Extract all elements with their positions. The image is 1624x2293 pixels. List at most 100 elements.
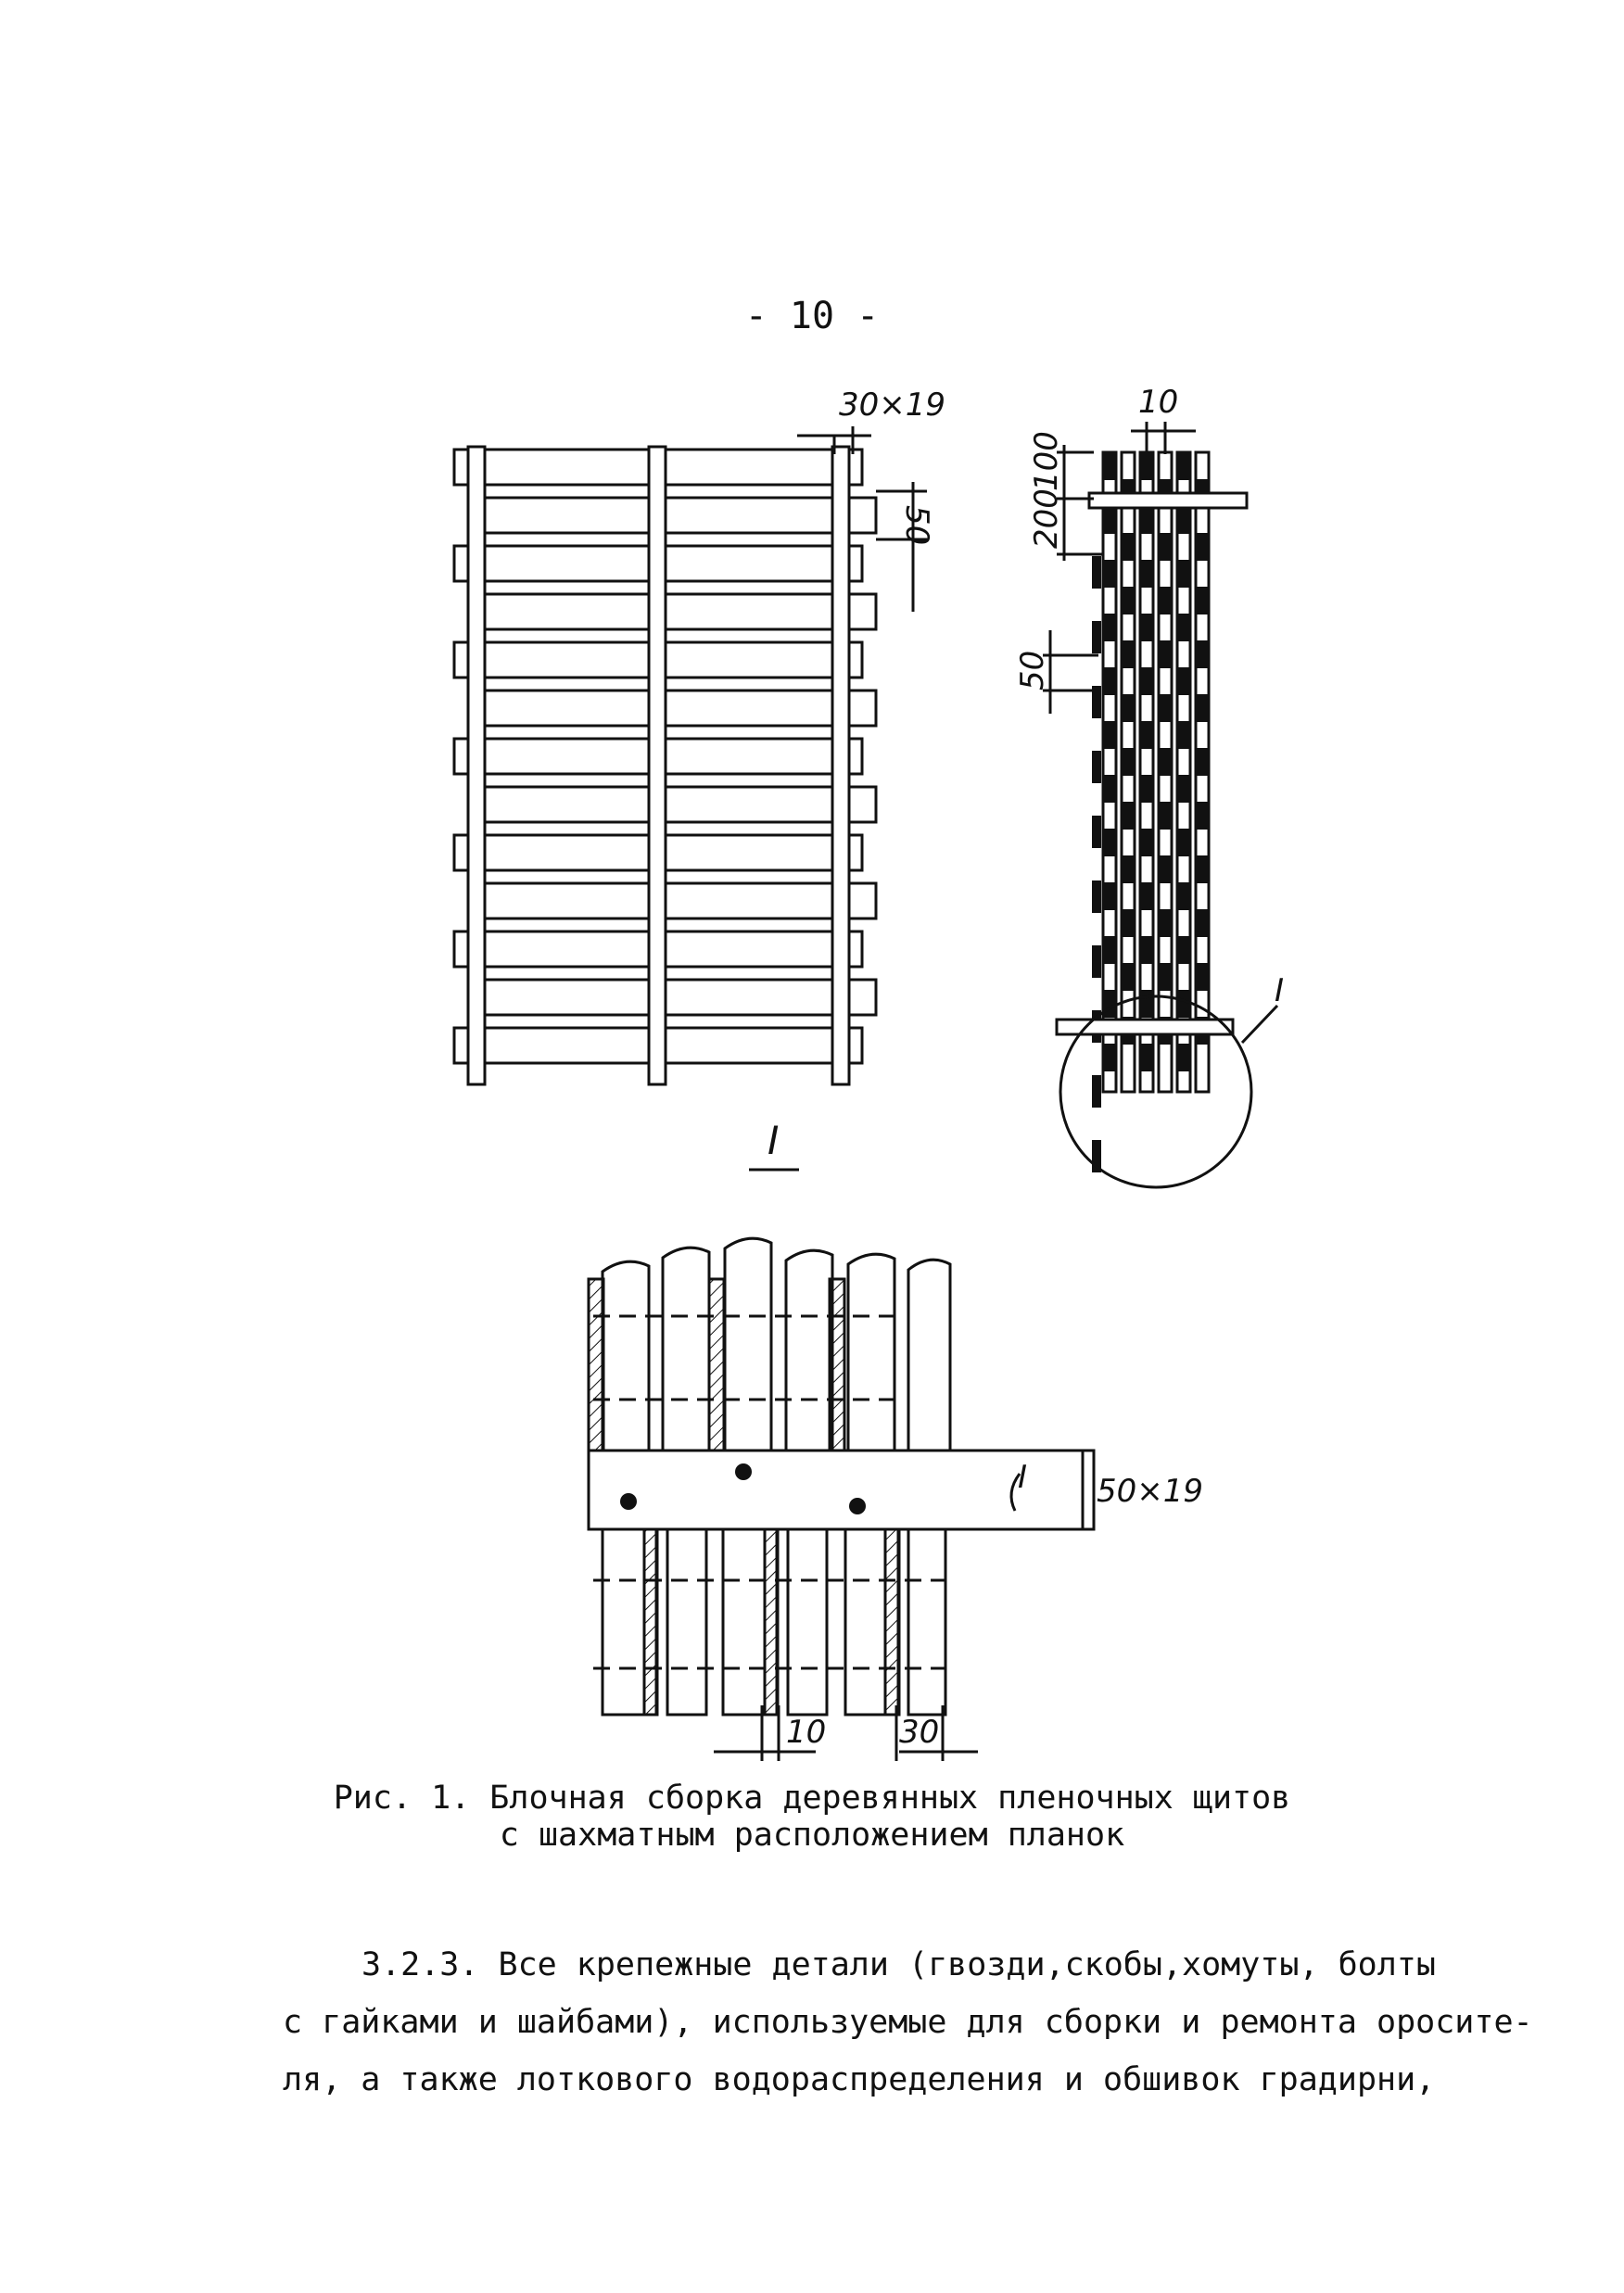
detail-marker-label: I (1275, 972, 1284, 1009)
side-block (1103, 775, 1116, 803)
side-block (1122, 802, 1135, 830)
front-view-panel (452, 445, 878, 1086)
side-block (1177, 721, 1190, 749)
side-edge-block (1092, 751, 1101, 783)
side-block (1140, 990, 1153, 1018)
dim-gap-10: 10 (1131, 384, 1196, 454)
side-edge-block (1092, 556, 1101, 589)
bolt-head (735, 1463, 752, 1480)
side-block (1196, 640, 1209, 668)
side-block (1177, 506, 1190, 534)
detail-plank-bottom (666, 1527, 708, 1717)
side-block (1103, 1044, 1116, 1071)
paragraph-line-2: с гайками и шайбами), используемые для с… (283, 2004, 1533, 2041)
dim-pitch-50-label: 50 (898, 505, 935, 545)
side-block (1103, 721, 1116, 749)
bar-break-label: I (1018, 1459, 1027, 1496)
hatched-spacer-bottom (763, 1527, 780, 1717)
side-block (1140, 721, 1153, 749)
side-block (1140, 614, 1153, 641)
side-block (1140, 936, 1153, 964)
side-block (1159, 855, 1172, 883)
side-block (1103, 829, 1116, 856)
hatched-spacer-top (587, 1277, 605, 1452)
bolt-head (849, 1498, 866, 1514)
side-block (1140, 829, 1153, 856)
dim-pitch-50: 50 (876, 482, 935, 612)
figure-caption-line-1: Рис. 1. Блочная сборка деревянных пленоч… (333, 1780, 1291, 1817)
side-view-panel (1055, 450, 1249, 1172)
side-block (1122, 533, 1135, 561)
hatched-spacer-top (707, 1277, 726, 1452)
hatched-spacer-bottom (883, 1527, 900, 1717)
side-block (1177, 882, 1190, 910)
horizontal-slat (466, 978, 878, 1017)
side-block (1122, 909, 1135, 937)
horizontal-bar (587, 1449, 1096, 1531)
dim-30x19-label: 30×19 (839, 386, 945, 424)
dim-bar-label: 50×19 (1097, 1473, 1203, 1510)
side-block (1159, 748, 1172, 776)
side-block (1122, 640, 1135, 668)
side-block (1177, 560, 1190, 588)
detail-plank-top (784, 1248, 834, 1451)
page-number: - 10 - (744, 295, 880, 337)
side-block (1122, 748, 1135, 776)
side-block (1140, 452, 1153, 480)
side-block (1196, 963, 1209, 991)
vertical-batten (647, 445, 667, 1086)
side-block (1177, 667, 1190, 695)
hatched-spacer-bottom (642, 1527, 659, 1717)
side-block (1159, 909, 1172, 937)
side-block (1140, 506, 1153, 534)
side-block (1159, 802, 1172, 830)
side-block (1196, 909, 1209, 937)
side-edge-block (1092, 621, 1101, 653)
detail-plank-top (601, 1260, 651, 1451)
side-block (1159, 963, 1172, 991)
detail-title-label: I (768, 1118, 779, 1163)
detail-plank-bottom (786, 1527, 829, 1717)
side-edge-block (1092, 686, 1101, 718)
side-block (1140, 882, 1153, 910)
dim-200-label: 200 (1028, 488, 1065, 549)
side-edge-block (1092, 880, 1101, 913)
side-block (1103, 560, 1116, 588)
dim-gap-10-label: 10 (1138, 384, 1178, 421)
side-edge-block (1092, 1075, 1101, 1108)
side-block (1103, 614, 1116, 641)
dim-bottom-10-30: 10 30 (714, 1705, 978, 1761)
side-block (1103, 990, 1116, 1018)
detail-plank-top (907, 1258, 952, 1451)
dim-bar-50x19: 50×19 I (1009, 1451, 1203, 1529)
detail-plank-top (723, 1236, 773, 1451)
dim-side-50: 50 (1014, 630, 1098, 714)
side-edge-block (1092, 945, 1101, 978)
side-edge-block (1092, 816, 1101, 848)
side-crossbar-top (1087, 491, 1249, 510)
dim-100-label: 100 (1028, 431, 1065, 491)
side-block (1140, 667, 1153, 695)
side-block (1177, 936, 1190, 964)
dim-vertical-100-200: 100 200 (1028, 431, 1103, 561)
side-block (1103, 452, 1116, 480)
side-block (1103, 667, 1116, 695)
side-crossbar-bottom (1055, 1018, 1235, 1036)
figure-caption-line-2: с шахматным расположением планок (499, 1817, 1125, 1854)
detail-title: I (749, 1118, 799, 1172)
dim-bottom-10-label: 10 (786, 1714, 826, 1751)
detail-plank-bottom (907, 1527, 947, 1717)
side-block (1177, 775, 1190, 803)
dim-side-50-label: 50 (1014, 651, 1051, 690)
side-block (1122, 963, 1135, 991)
vertical-batten (466, 445, 487, 1086)
detail-plank-top (661, 1246, 711, 1451)
side-block (1140, 560, 1153, 588)
detail-view (587, 1236, 1096, 1717)
vertical-batten (831, 445, 851, 1086)
side-block (1196, 694, 1209, 722)
dim-bottom-30-label: 30 (899, 1714, 939, 1751)
paragraph-line-3: ля, а также лоткового водораспределения … (283, 2061, 1436, 2098)
